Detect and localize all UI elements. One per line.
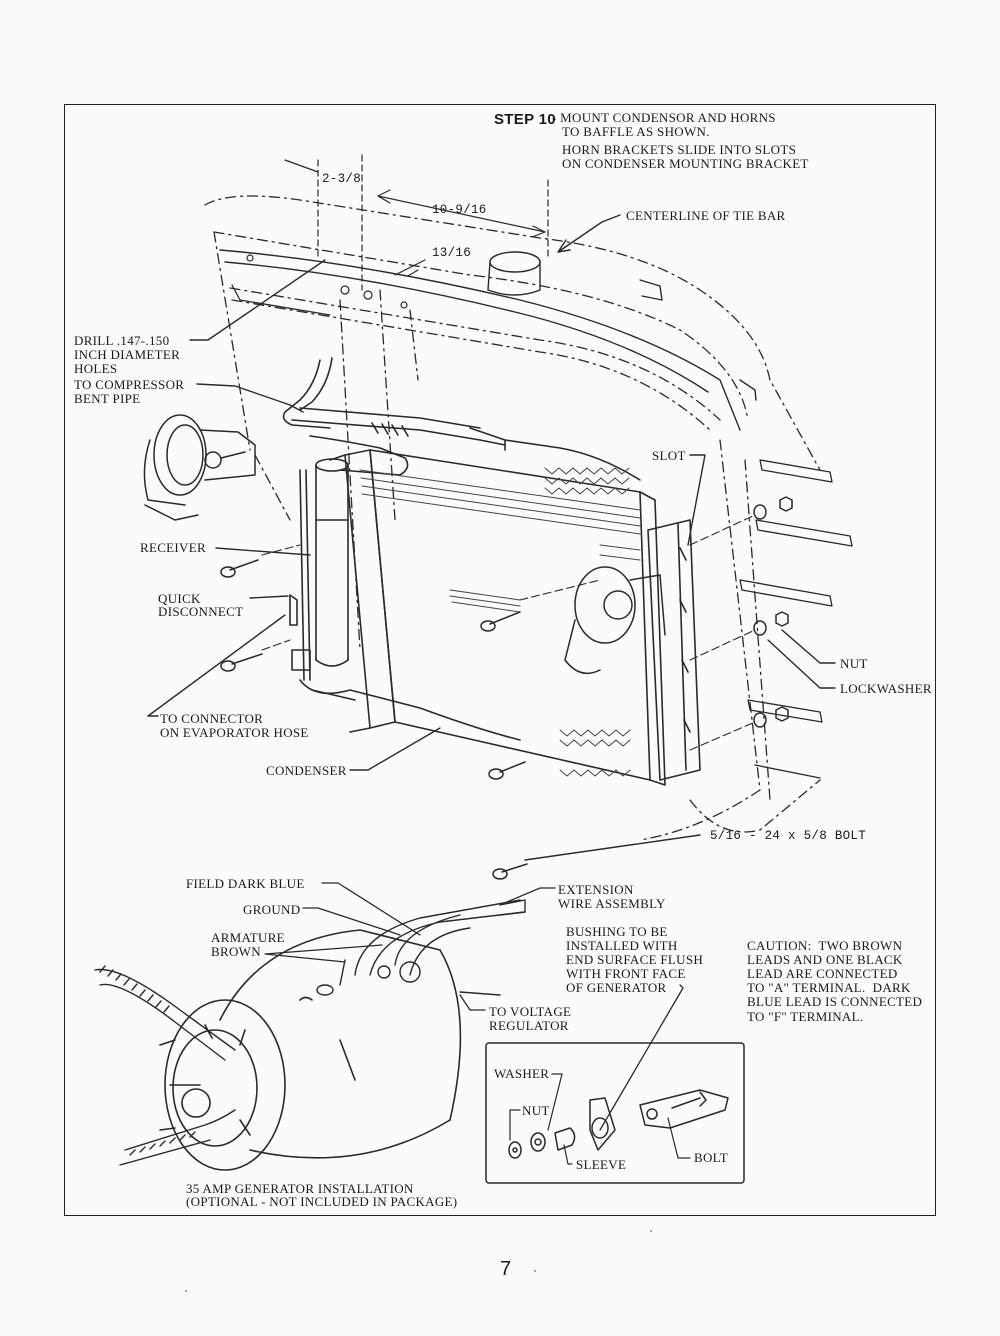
label-compressor-2: BENT PIPE — [74, 391, 141, 406]
label-drill-1: DRILL .147-.150 — [74, 333, 170, 348]
inset-leaders — [509, 1073, 691, 1165]
scan-speck — [534, 1270, 536, 1272]
label-field: FIELD DARK BLUE — [186, 876, 305, 891]
label-quick-2: DISCONNECT — [158, 604, 244, 619]
generator — [159, 929, 462, 1171]
label-centerline: CENTERLINE OF TIE BAR — [626, 208, 786, 223]
label-drill-3: HOLES — [74, 361, 118, 376]
label-bushing-2: INSTALLED WITH — [566, 938, 678, 953]
generator-caption-2: (OPTIONAL - NOT INCLUDED IN PACKAGE) — [186, 1194, 458, 1209]
horn-left — [143, 414, 256, 521]
label-connector-1: TO CONNECTOR — [160, 711, 264, 726]
label-bolt-spec: 5/16 - 24 x 5/8 BOLT — [710, 829, 867, 843]
label-nut-inset: NUT — [522, 1103, 550, 1118]
compressor-hose — [282, 357, 641, 481]
generator-leaders — [264, 882, 684, 1131]
caution-line-2: LEADS AND ONE BLACK — [747, 952, 903, 967]
tie-bar — [219, 249, 757, 431]
step-line-1: - MOUNT CONDENSOR AND HORNS — [552, 110, 776, 125]
label-quick-1: QUICK — [158, 591, 201, 606]
caution-line-4: TO "A" TERMINAL. DARK — [747, 980, 911, 995]
label-condenser: CONDENSER — [266, 763, 347, 778]
label-voltage-2: REGULATOR — [489, 1018, 569, 1033]
bushing-parts — [508, 1089, 729, 1159]
label-ground: GROUND — [243, 902, 301, 917]
label-bolt: BOLT — [694, 1150, 728, 1165]
step-line-2: TO BAFFLE AS SHOWN. — [562, 124, 710, 139]
label-extension-2: WIRE ASSEMBLY — [558, 896, 666, 911]
caution-line-1: CAUTION: TWO BROWN — [747, 938, 903, 953]
receiver-drier — [289, 458, 521, 741]
mounting-bracket — [647, 519, 701, 781]
step-number: STEP 10 — [494, 111, 556, 128]
alignment-lines — [261, 514, 756, 751]
caution-line-5: BLUE LEAD IS CONNECTED — [747, 994, 923, 1009]
label-slot: SLOT — [652, 448, 686, 463]
page-number: 7 — [500, 1258, 512, 1280]
label-receiver: RECEIVER — [140, 540, 206, 555]
label-nut: NUT — [840, 656, 868, 671]
step-line-4: ON CONDENSER MOUNTING BRACKET — [562, 156, 809, 171]
condenser-fins — [359, 467, 641, 777]
horn-right — [564, 566, 666, 675]
caution-line-6: TO "F" TERMINAL. — [747, 1009, 864, 1024]
dimension-10-9-16: 10-9/16 — [432, 203, 487, 217]
diagram-frame — [64, 104, 936, 1216]
label-sleeve: SLEEVE — [576, 1157, 627, 1172]
label-extension-1: EXTENSION — [558, 882, 634, 897]
mounting-holes — [246, 254, 408, 309]
leader-lines — [147, 214, 836, 861]
baffle-slots — [231, 284, 853, 779]
dimension-lines — [284, 154, 549, 291]
dimension-2-3-8: 2-3/8 — [322, 172, 362, 186]
caution-line-3: LEAD ARE CONNECTED — [747, 966, 898, 981]
label-armature-2: BROWN — [211, 944, 261, 959]
generator-wires — [316, 899, 526, 996]
label-bushing-1: BUSHING TO BE — [566, 924, 668, 939]
bolts — [220, 559, 528, 880]
label-voltage-1: TO VOLTAGE — [489, 1004, 572, 1019]
nuts-lockwashers — [753, 496, 793, 728]
label-armature-1: ARMATURE — [211, 930, 285, 945]
bushing-inset-box — [485, 1042, 745, 1184]
dimension-13-16: 13/16 — [432, 246, 472, 260]
scan-speck — [185, 1290, 187, 1292]
condenser — [329, 449, 666, 786]
label-lockwasher: LOCKWASHER — [840, 681, 932, 696]
label-bushing-4: WITH FRONT FACE — [566, 966, 686, 981]
label-compressor-1: TO COMPRESSOR — [74, 377, 185, 392]
label-bushing-3: END SURFACE FLUSH — [566, 952, 704, 967]
label-bushing-5: OF GENERATOR — [566, 980, 667, 995]
label-drill-2: INCH DIAMETER — [74, 347, 181, 362]
label-washer: WASHER — [494, 1066, 550, 1081]
radiator-baffle — [204, 195, 821, 841]
step-line-3: HORN BRACKETS SLIDE INTO SLOTS — [562, 142, 797, 157]
generator-caption-1: 35 AMP GENERATOR INSTALLATION — [186, 1181, 414, 1196]
scan-speck — [650, 1230, 652, 1232]
label-connector-2: ON EVAPORATOR HOSE — [160, 725, 309, 740]
fan-belt — [94, 965, 236, 1166]
